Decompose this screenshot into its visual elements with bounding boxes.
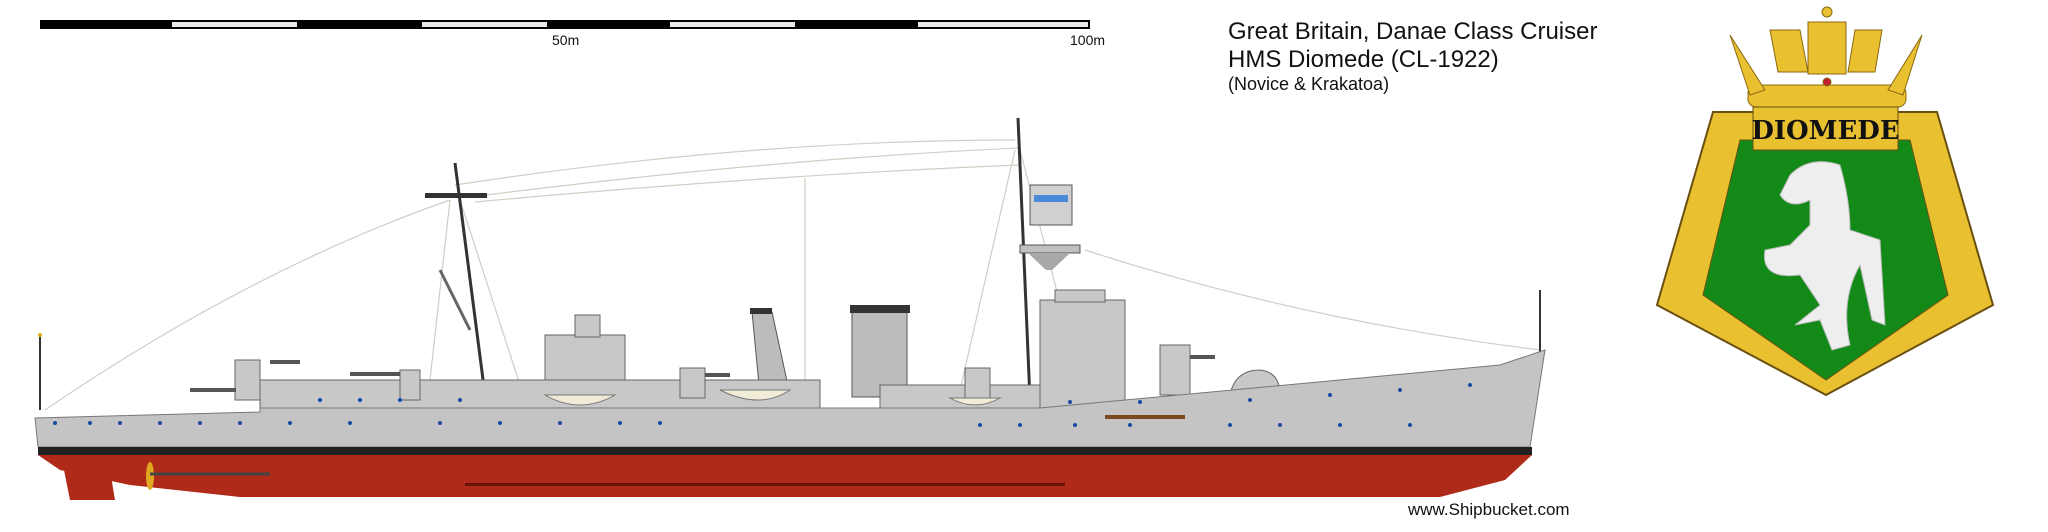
scale-label-100m: 100m [1070,32,1106,48]
boats [543,389,1002,406]
portholes [53,383,1472,427]
horse-emblem [1763,161,1886,351]
rigging [44,139,1541,411]
title-country-class: Great Britain, Danae Class Cruiser [1228,18,1598,45]
credit-text: www.Shipbucket.com [1408,500,1570,519]
gun-barrels [190,355,1215,392]
fore-mast [38,117,1541,410]
scale-label-50m: 50m [552,32,580,48]
ship-crest: DIOMEDE [1655,6,1995,397]
naval-crown [1729,6,1923,108]
aft-mast [425,162,487,396]
crest-name: DIOMEDE [1751,116,1899,146]
hull [34,349,1546,500]
title-ship-name: HMS Diomede (CL-1922) [1228,46,1499,73]
scale-bar [40,20,1090,29]
propeller-icon [146,462,270,490]
title-sister-ships: (Novice & Krakatoa) [1228,74,1390,94]
